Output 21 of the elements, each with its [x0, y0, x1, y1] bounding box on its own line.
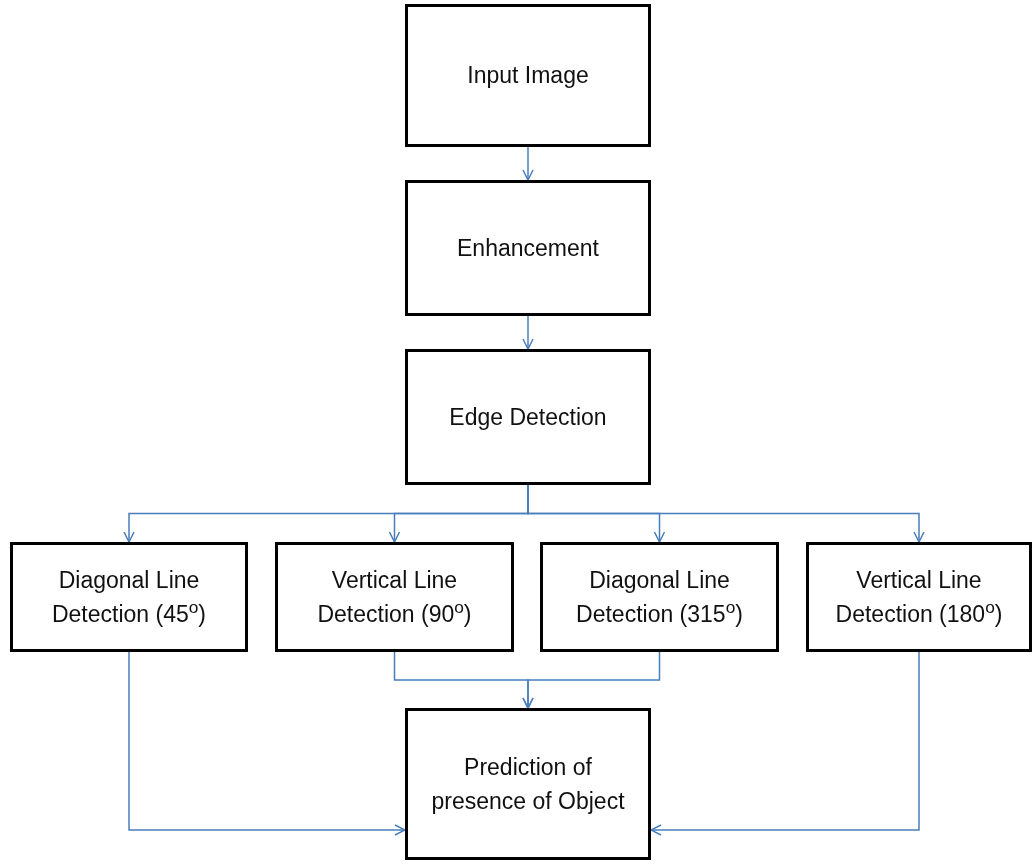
arrow — [522, 146, 534, 181]
box-label: Diagonal Line Detection (45$^{o}$) — [50, 565, 208, 629]
arrow — [650, 651, 920, 836]
arrow — [522, 315, 534, 350]
box-label: Diagonal Line Detection (315$^{o}$) — [575, 565, 744, 629]
box-label: Vertical Line Detection (90$^{o}$) — [316, 565, 473, 629]
box-label: Edge Detection — [449, 402, 607, 432]
arrow — [128, 651, 406, 836]
process-box — [540, 542, 779, 652]
process-box — [806, 542, 1032, 652]
process-box — [405, 708, 651, 860]
box-label: Prediction of presence of Object — [430, 752, 626, 816]
box-label: Vertical Line Detection (180$^{o}$) — [834, 565, 1004, 629]
box-label: Input Image — [467, 61, 589, 91]
process-box — [405, 349, 651, 485]
box-label: Enhancement — [457, 233, 599, 263]
process-box — [275, 542, 514, 652]
process-box — [405, 180, 651, 316]
process-box — [405, 4, 651, 147]
process-box — [10, 542, 248, 652]
arrow — [522, 651, 661, 709]
